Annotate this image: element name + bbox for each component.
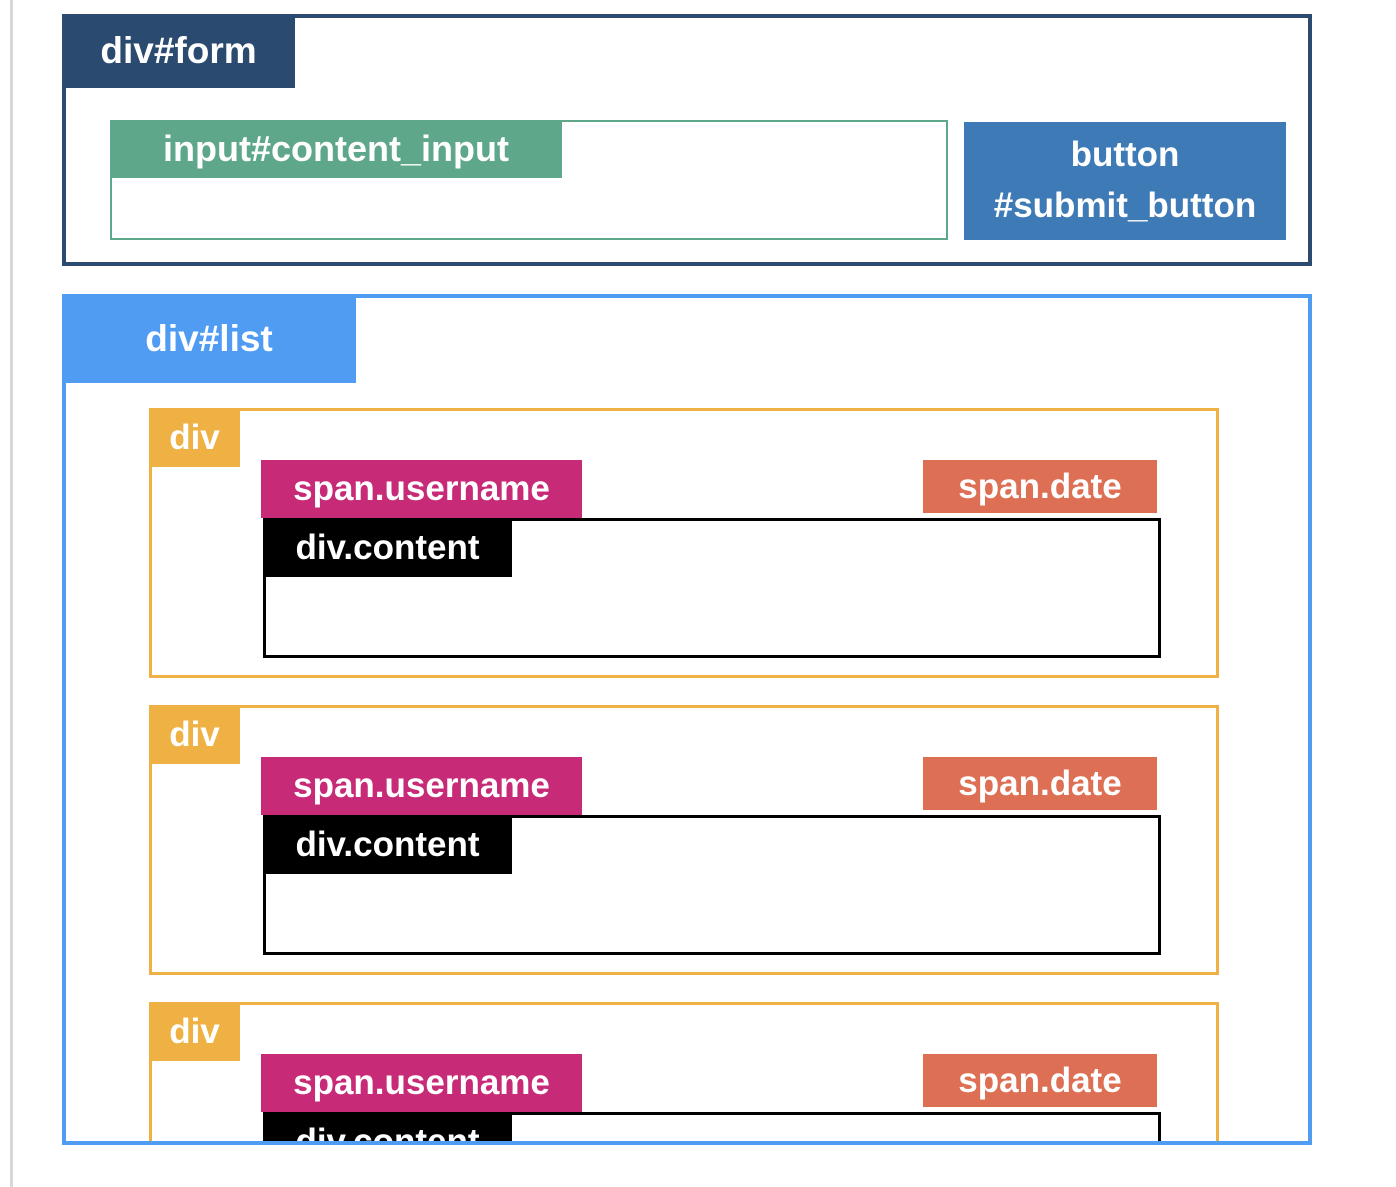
date-label: span.date bbox=[923, 460, 1157, 513]
comment-item-box: div span.username span.date div.content bbox=[149, 705, 1219, 975]
content-label-tab: div.content bbox=[263, 518, 512, 577]
comment-item-box: div span.username span.date div.content bbox=[149, 408, 1219, 678]
content-input-box: input#content_input bbox=[110, 120, 948, 240]
item-div-label-tab: div bbox=[149, 1002, 240, 1061]
content-box: div.content bbox=[263, 815, 1161, 955]
submit-button-label-line1: button bbox=[1070, 135, 1180, 175]
username-label: span.username bbox=[261, 1054, 582, 1112]
content-label-tab: div.content bbox=[263, 1112, 512, 1141]
content-box: div.content bbox=[263, 518, 1161, 658]
username-label: span.username bbox=[261, 460, 582, 518]
comment-item-box: div span.username span.date div.content bbox=[149, 1002, 1219, 1141]
username-label: span.username bbox=[261, 757, 582, 815]
list-label-tab: div#list bbox=[66, 298, 356, 383]
content-input-label-tab: input#content_input bbox=[110, 120, 562, 178]
form-label-tab: div#form bbox=[62, 14, 295, 88]
viewport-edge-line bbox=[10, 0, 13, 1187]
submit-button-label-line2: #submit_button bbox=[993, 186, 1257, 225]
item-div-label-tab: div bbox=[149, 408, 240, 467]
list-container-box: div#list div span.username span.date div… bbox=[62, 294, 1312, 1145]
content-box: div.content bbox=[263, 1112, 1161, 1141]
date-label: span.date bbox=[923, 757, 1157, 810]
form-container-box: div#form input#content_input button #sub… bbox=[62, 14, 1312, 266]
date-label: span.date bbox=[923, 1054, 1157, 1107]
item-div-label-tab: div bbox=[149, 705, 240, 764]
content-label-tab: div.content bbox=[263, 815, 512, 874]
submit-button-box: button #submit_button bbox=[964, 122, 1286, 240]
list-items: div span.username span.date div.content … bbox=[149, 408, 1219, 1141]
